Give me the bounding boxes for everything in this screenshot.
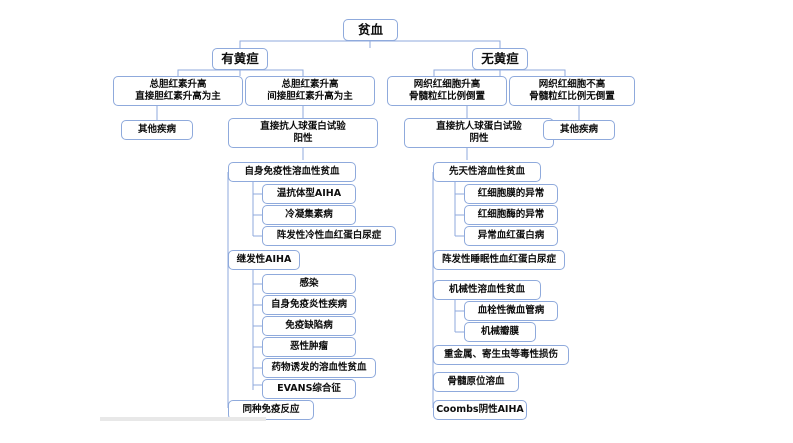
node-malignant-tumor[interactable]: 恶性肿瘤 — [262, 337, 356, 357]
node-label-line1: 总胆红素升高 — [149, 79, 207, 91]
node-label: 红细胞膜的异常 — [477, 188, 545, 200]
node-with-jaundice[interactable]: 有黄疸 — [212, 48, 268, 70]
node-label: 温抗体型AIHA — [276, 188, 342, 200]
node-label-line2: 骨髓粒红比例无倒置 — [529, 91, 615, 102]
node-alloimmune-reaction[interactable]: 同种免疫反应 — [228, 400, 314, 420]
node-label-line2: 直接胆红素升高为主 — [135, 91, 221, 102]
node-without-jaundice[interactable]: 无黄疸 — [472, 48, 528, 70]
node-label: 自身免疫性溶血性贫血 — [244, 166, 340, 178]
node-paroxysmal-nocturnal-hemoglobinuria[interactable]: 阵发性睡眠性血红蛋白尿症 — [433, 250, 565, 270]
node-secondary-aiha[interactable]: 继发性AIHA — [228, 250, 300, 270]
node-coombs-negative[interactable]: 直接抗人球蛋白试验 阴性 — [404, 118, 554, 148]
node-label: 红细胞酶的异常 — [477, 209, 545, 221]
node-label-line1: 直接抗人球蛋白试验 — [260, 121, 346, 133]
node-label: 先天性溶血性贫血 — [448, 166, 525, 178]
node-label-line1: 网织红细胞不高 — [538, 79, 606, 91]
node-label: 贫血 — [357, 21, 383, 37]
node-label: 冷凝集素病 — [285, 209, 333, 221]
node-abnormal-hemoglobinopathy[interactable]: 异常血红蛋白病 — [464, 226, 558, 246]
node-autoimmune-inflammatory-disease[interactable]: 自身免疫炎性疾病 — [262, 295, 356, 315]
node-label: 药物诱发的溶血性贫血 — [271, 362, 367, 374]
node-label: 血栓性微血管病 — [477, 305, 545, 317]
node-root-anemia[interactable]: 贫血 — [343, 19, 398, 41]
node-label-line2: 阴性 — [469, 133, 489, 144]
node-label: 感染 — [299, 278, 319, 290]
node-reticulocyte-high[interactable]: 网织红细胞升高 骨髓粒红比例倒置 — [387, 76, 507, 106]
node-label: 阵发性睡眠性血红蛋白尿症 — [441, 254, 556, 266]
footer-divider-bar — [100, 417, 266, 421]
node-label: EVANS综合征 — [277, 383, 341, 395]
node-infection[interactable]: 感染 — [262, 274, 356, 294]
node-label: 无黄疸 — [481, 50, 519, 66]
node-mechanical-hemolytic-anemia[interactable]: 机械性溶血性贫血 — [433, 280, 541, 300]
node-label: 有黄疸 — [221, 50, 259, 66]
node-congenital-hemolytic-anemia[interactable]: 先天性溶血性贫血 — [433, 162, 541, 182]
node-other-diseases-left[interactable]: 其他疾病 — [121, 120, 193, 140]
node-label-line2: 阳性 — [293, 133, 313, 144]
node-label: 同种免疫反应 — [242, 404, 300, 416]
node-evans-syndrome[interactable]: EVANS综合征 — [262, 379, 356, 399]
node-thrombotic-microangiopathy[interactable]: 血栓性微血管病 — [464, 301, 558, 321]
node-label-line2: 骨髓粒红比例倒置 — [408, 91, 485, 102]
node-label-line1: 网织红细胞升高 — [413, 79, 481, 91]
node-paroxysmal-cold-hemoglobinuria[interactable]: 阵发性冷性血红蛋白尿症 — [262, 226, 396, 246]
node-label: 其他疾病 — [559, 124, 598, 136]
node-red-cell-membrane-abnormality[interactable]: 红细胞膜的异常 — [464, 184, 558, 204]
node-label: 骨髓原位溶血 — [447, 376, 505, 388]
node-mechanical-valve[interactable]: 机械瓣膜 — [464, 322, 536, 342]
node-red-cell-enzyme-abnormality[interactable]: 红细胞酶的异常 — [464, 205, 558, 225]
node-autoimmune-hemolytic-anemia[interactable]: 自身免疫性溶血性贫血 — [228, 162, 356, 182]
node-label: Coombs阴性AIHA — [436, 404, 524, 416]
node-label: 恶性肿瘤 — [289, 341, 328, 353]
node-label: 阵发性冷性血红蛋白尿症 — [276, 230, 382, 242]
node-label-line1: 总胆红素升高 — [281, 79, 339, 91]
node-label-line1: 直接抗人球蛋白试验 — [436, 121, 522, 133]
node-heavy-metal-parasite-toxic-injury[interactable]: 重金属、寄生虫等毒性损伤 — [433, 345, 569, 365]
node-immunodeficiency-disease[interactable]: 免疫缺陷病 — [262, 316, 356, 336]
node-warm-antibody-aiha[interactable]: 温抗体型AIHA — [262, 184, 356, 204]
node-bone-marrow-in-situ-hemolysis[interactable]: 骨髓原位溶血 — [433, 372, 519, 392]
node-label: 继发性AIHA — [236, 254, 292, 266]
node-label: 异常血红蛋白病 — [477, 230, 545, 242]
node-coombs-positive[interactable]: 直接抗人球蛋白试验 阳性 — [228, 118, 378, 148]
node-label: 机械性溶血性贫血 — [448, 284, 525, 296]
node-label: 机械瓣膜 — [480, 326, 519, 338]
node-label-line2: 间接胆红素升高为主 — [267, 91, 353, 102]
node-coombs-negative-aiha[interactable]: Coombs阴性AIHA — [433, 400, 527, 420]
node-label: 其他疾病 — [137, 124, 176, 136]
node-reticulocyte-normal[interactable]: 网织红细胞不高 骨髓粒红比例无倒置 — [509, 76, 635, 106]
node-total-bilirubin-direct[interactable]: 总胆红素升高 直接胆红素升高为主 — [113, 76, 243, 106]
node-label: 自身免疫炎性疾病 — [270, 299, 347, 311]
node-label: 免疫缺陷病 — [285, 320, 333, 332]
node-other-diseases-right[interactable]: 其他疾病 — [543, 120, 615, 140]
node-cold-agglutinin-disease[interactable]: 冷凝集素病 — [262, 205, 356, 225]
node-drug-induced-hemolytic-anemia[interactable]: 药物诱发的溶血性贫血 — [262, 358, 376, 378]
node-label: 重金属、寄生虫等毒性损伤 — [443, 349, 558, 361]
node-total-bilirubin-indirect[interactable]: 总胆红素升高 间接胆红素升高为主 — [245, 76, 375, 106]
